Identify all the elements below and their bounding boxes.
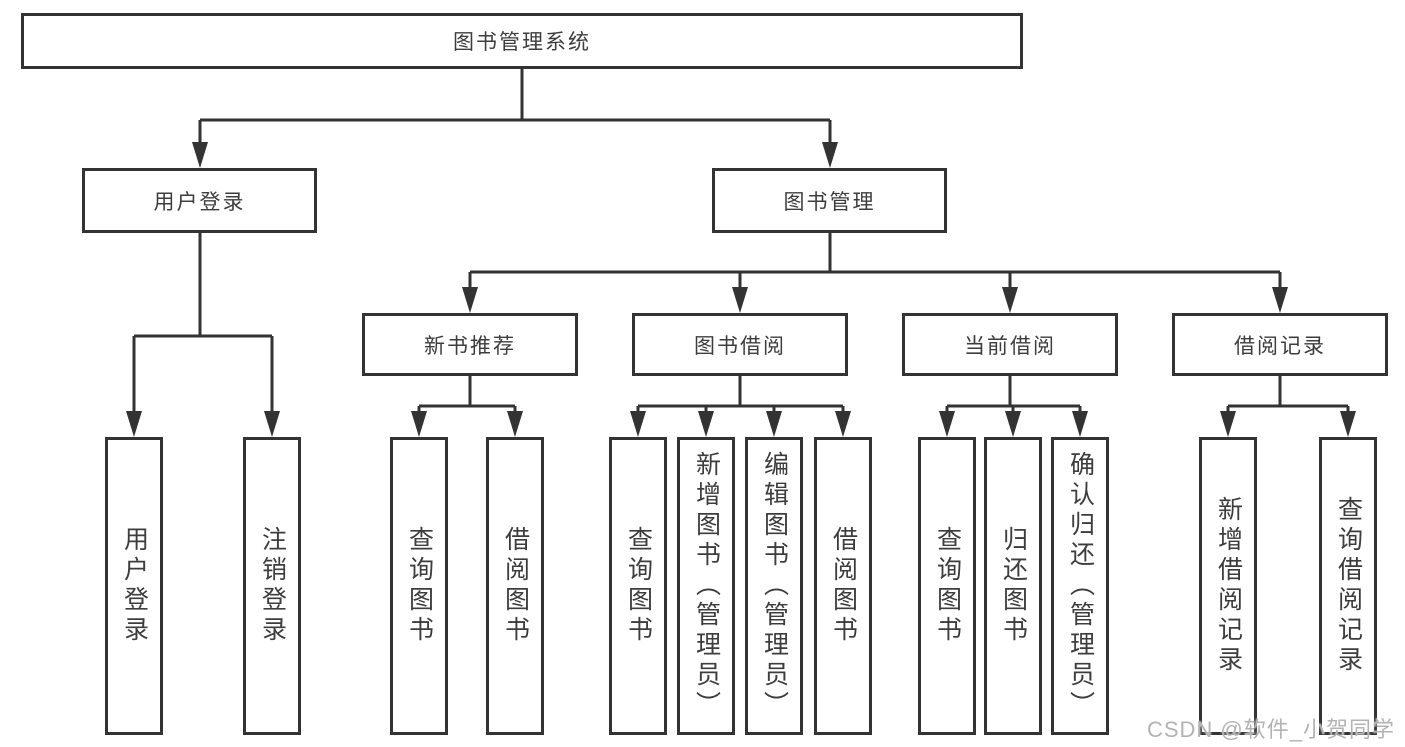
node-label: 归还图书 bbox=[999, 526, 1028, 646]
node-label: 新书推荐 bbox=[424, 334, 516, 358]
node-label: 图书借阅 bbox=[694, 334, 786, 358]
leaf-query-book-borrow: 查询图书 bbox=[609, 437, 667, 735]
node-label: 新增借阅记录 bbox=[1214, 496, 1243, 676]
leaf-query-borrow-record: 查询借阅记录 bbox=[1319, 437, 1377, 735]
leaf-logout: 注销登录 bbox=[243, 437, 301, 735]
leaf-query-book-recommend: 查询图书 bbox=[390, 437, 448, 735]
node-label: 当前借阅 bbox=[964, 334, 1056, 358]
node-book-management: 图书管理 bbox=[712, 168, 947, 233]
node-root-library-management-system: 图书管理系统 bbox=[21, 13, 1023, 69]
leaf-query-book-current: 查询图书 bbox=[918, 437, 976, 735]
node-label: 查询图书 bbox=[405, 526, 434, 646]
node-current-borrow: 当前借阅 bbox=[902, 313, 1118, 376]
leaf-add-borrow-record: 新增借阅记录 bbox=[1199, 437, 1257, 735]
arrowheads bbox=[126, 142, 1356, 437]
leaf-borrow-book-recommend: 借阅图书 bbox=[486, 437, 544, 735]
node-label: 确认归还（管理员） bbox=[1066, 451, 1095, 721]
node-label: 编辑图书（管理员） bbox=[760, 451, 789, 721]
node-label: 用户登录 bbox=[153, 190, 246, 214]
node-new-book-recommend: 新书推荐 bbox=[362, 313, 578, 376]
node-label: 新增图书（管理员） bbox=[692, 451, 721, 721]
node-label: 查询借阅记录 bbox=[1334, 496, 1363, 676]
leaf-user-login: 用户登录 bbox=[105, 437, 163, 735]
node-label: 图书管理系统 bbox=[453, 31, 591, 54]
node-book-borrow: 图书借阅 bbox=[632, 313, 848, 376]
csdn-watermark: CSDN @软件_小贺同学 bbox=[1146, 717, 1395, 742]
leaf-borrow-book: 借阅图书 bbox=[814, 437, 872, 735]
leaf-return-book: 归还图书 bbox=[984, 437, 1042, 735]
leaf-confirm-return-admin: 确认归还（管理员） bbox=[1051, 437, 1109, 735]
node-label: 借阅图书 bbox=[501, 526, 530, 646]
node-label: 查询图书 bbox=[933, 526, 962, 646]
node-label: 图书管理 bbox=[783, 190, 876, 214]
leaf-add-book-admin: 新增图书（管理员） bbox=[677, 437, 735, 735]
node-label: 查询图书 bbox=[624, 526, 653, 646]
node-label: 借阅记录 bbox=[1234, 334, 1326, 358]
node-label: 用户登录 bbox=[120, 526, 149, 646]
node-label: 借阅图书 bbox=[829, 526, 858, 646]
node-user-login: 用户登录 bbox=[82, 168, 317, 233]
leaf-edit-book-admin: 编辑图书（管理员） bbox=[745, 437, 803, 735]
node-borrow-records: 借阅记录 bbox=[1172, 313, 1388, 376]
node-label: 注销登录 bbox=[258, 526, 287, 646]
